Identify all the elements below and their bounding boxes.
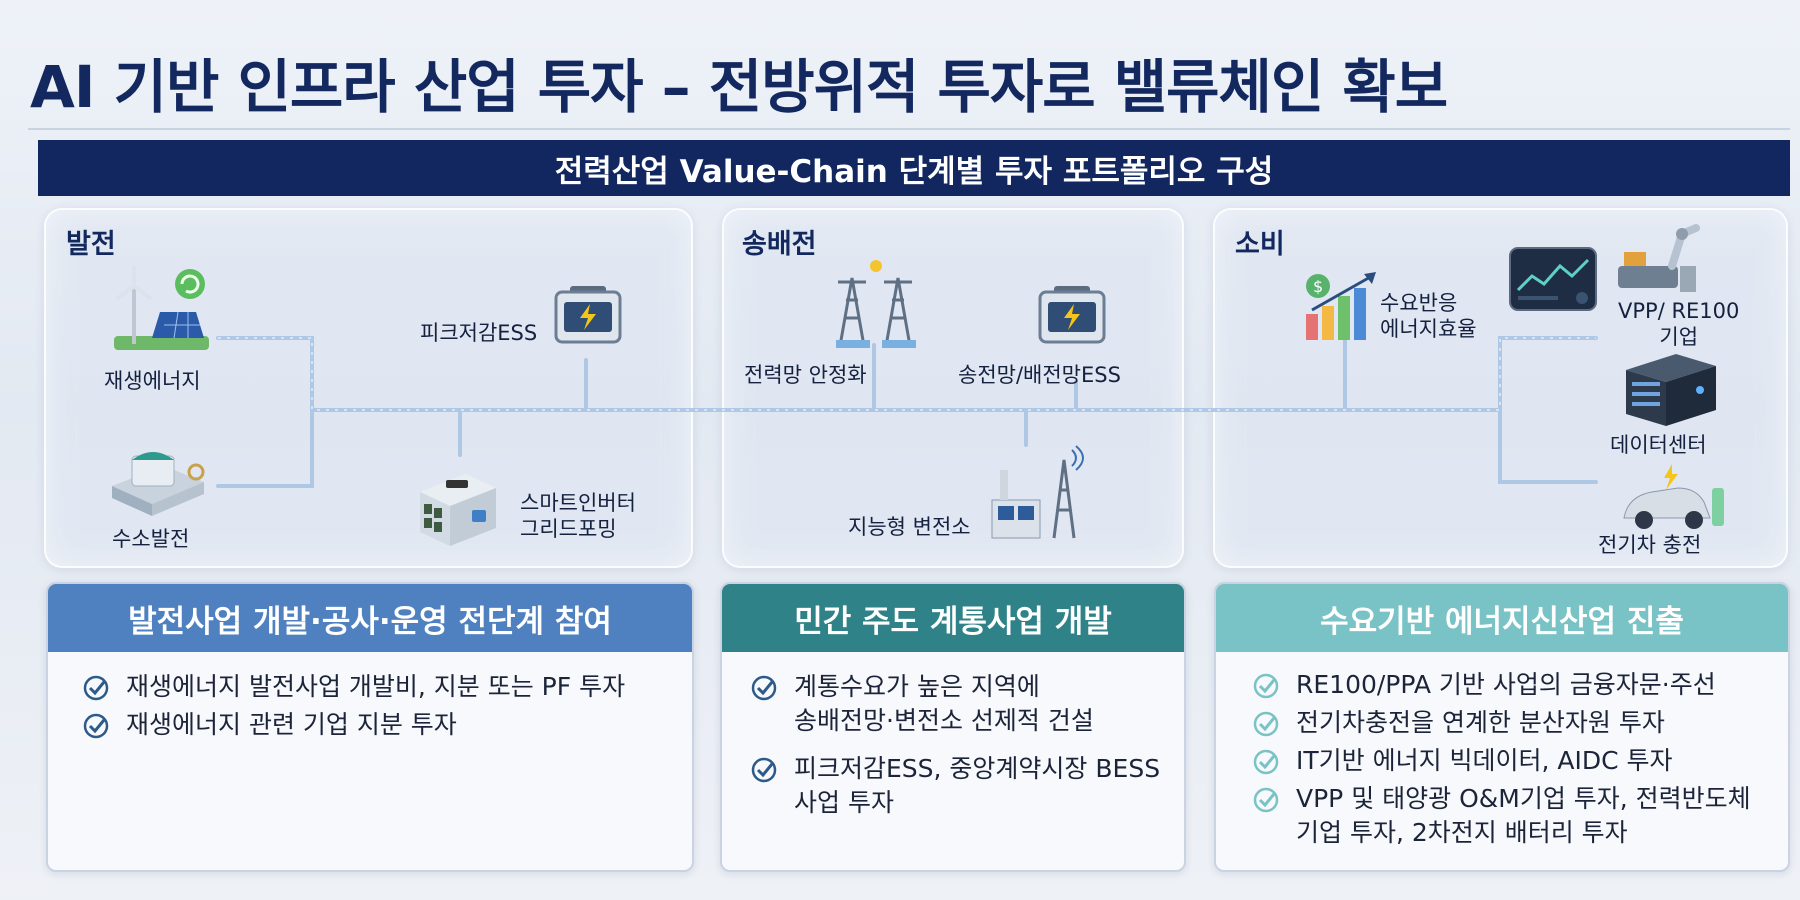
card-list: 재생에너지 발전사업 개발비, 지분 또는 PF 투자 재생에너지 관련 기업 … <box>48 652 692 742</box>
list-item-text: 사업 투자 <box>794 788 894 817</box>
node-label-grid-ess: 송전망/배전망ESS <box>958 363 1121 387</box>
grid-ess-icon <box>1036 284 1108 352</box>
list-item-text: 재생에너지 발전사업 개발비, 지분 또는 PF 투자 <box>126 672 626 701</box>
card-heading: 발전사업 개발·공사·운영 전단계 참여 <box>48 584 692 652</box>
list-item-text: 재생에너지 관련 기업 지분 투자 <box>126 710 457 739</box>
list-item-text: 송배전망·변전소 선제적 건설 <box>794 706 1094 735</box>
renewable-energy-icon <box>104 264 214 360</box>
panel-transmission <box>722 208 1184 568</box>
node-label-hydrogen: 수소발전 <box>112 527 190 551</box>
node-label-substation: 지능형 변전소 <box>848 515 971 539</box>
smart-inverter-icon <box>416 466 500 552</box>
list-item: IT기반 에너지 빅데이터, AIDC 투자 <box>1252 744 1788 778</box>
list-item-text: 피크저감ESS, 중앙계약시장 BESS <box>794 754 1161 783</box>
node-label-peak-ess: 피크저감ESS <box>420 321 538 345</box>
check-circle-icon <box>1253 711 1279 737</box>
svg-text:$: $ <box>1313 277 1323 296</box>
factory-robot-icon <box>1612 222 1702 298</box>
list-item: 재생에너지 발전사업 개발비, 지분 또는 PF 투자 <box>82 670 692 704</box>
dashboard-icon <box>1508 246 1598 316</box>
list-item-text: 전기차충전을 연계한 분산자원 투자 <box>1296 708 1665 737</box>
node-label-grid-stability: 전력망 안정화 <box>744 363 867 387</box>
card-consumption: 수요기반 에너지신산업 진출 RE100/PPA 기반 사업의 금융자문·주선 … <box>1214 582 1790 872</box>
check-circle-icon <box>751 757 777 783</box>
smart-substation-icon <box>988 440 1088 544</box>
card-transmission: 민간 주도 계통사업 개발 계통수요가 높은 지역에 송배전망·변전소 선제적 … <box>720 582 1186 872</box>
check-circle-icon <box>83 675 109 701</box>
section-title-consumption: 소비 <box>1235 229 1285 260</box>
demand-response-icon: $ <box>1302 270 1382 346</box>
card-list: 계통수요가 높은 지역에 송배전망·변전소 선제적 건설 피크저감ESS, 중앙… <box>722 652 1184 820</box>
transmission-tower-icon <box>826 258 926 352</box>
hydrogen-plant-icon <box>104 438 214 522</box>
card-heading: 민간 주도 계통사업 개발 <box>722 584 1184 652</box>
check-circle-icon <box>1253 673 1279 699</box>
list-item: 계통수요가 높은 지역에 송배전망·변전소 선제적 건설 <box>750 670 1184 738</box>
node-label-ev-charging: 전기차 충전 <box>1598 533 1702 557</box>
list-item: 재생에너지 관련 기업 지분 투자 <box>82 708 692 742</box>
banner: 전력산업 Value-Chain 단계별 투자 포트폴리오 구성 <box>38 140 1790 196</box>
list-item-text: 계통수요가 높은 지역에 <box>794 672 1040 701</box>
node-label-data-center: 데이터센터 <box>1610 433 1707 457</box>
node-label-smart-inverter: 스마트인버터 그리드포밍 <box>520 491 636 542</box>
list-item: 전기차충전을 연계한 분산자원 투자 <box>1252 706 1788 740</box>
list-item-text: 기업 투자, 2차전지 배터리 투자 <box>1296 818 1628 847</box>
node-label-renewable: 재생에너지 <box>104 369 201 393</box>
check-circle-icon <box>83 713 109 739</box>
list-item: RE100/PPA 기반 사업의 금융자문·주선 <box>1252 668 1788 702</box>
section-title-generation: 발전 <box>66 229 116 260</box>
battery-ess-icon <box>552 284 624 352</box>
list-item: 피크저감ESS, 중앙계약시장 BESS 사업 투자 <box>750 752 1184 820</box>
card-list: RE100/PPA 기반 사업의 금융자문·주선 전기차충전을 연계한 분산자원… <box>1216 652 1788 850</box>
page-title: AI 기반 인프라 산업 투자 – 전방위적 투자로 밸류체인 확보 <box>30 53 1448 121</box>
check-circle-icon <box>751 675 777 701</box>
check-circle-icon <box>1253 749 1279 775</box>
list-item-text: VPP 및 태양광 O&M기업 투자, 전력반도체 <box>1296 784 1751 813</box>
section-title-transmission: 송배전 <box>742 229 817 260</box>
card-generation: 발전사업 개발·공사·운영 전단계 참여 재생에너지 발전사업 개발비, 지분 … <box>46 582 694 872</box>
node-label-vpp: VPP/ RE100 기업 <box>1618 299 1740 350</box>
title-rule <box>28 128 1790 130</box>
node-label-demand-response: 수요반응 에너지효율 <box>1380 291 1477 342</box>
data-center-icon <box>1620 352 1720 432</box>
ev-charging-icon <box>1618 462 1728 538</box>
check-circle-icon <box>1253 787 1279 813</box>
list-item-text: RE100/PPA 기반 사업의 금융자문·주선 <box>1296 670 1716 699</box>
list-item-text: IT기반 에너지 빅데이터, AIDC 투자 <box>1296 746 1673 775</box>
list-item: VPP 및 태양광 O&M기업 투자, 전력반도체 기업 투자, 2차전지 배터… <box>1252 782 1788 850</box>
card-heading: 수요기반 에너지신산업 진출 <box>1216 584 1788 652</box>
